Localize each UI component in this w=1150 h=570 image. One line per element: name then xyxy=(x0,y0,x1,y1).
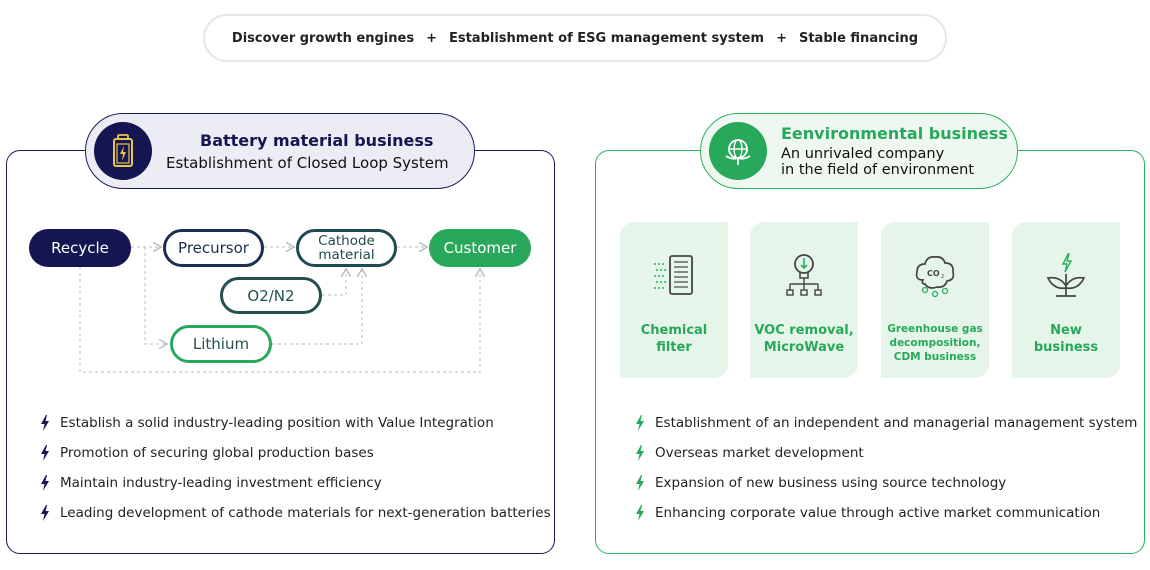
card-label: Chemical filter xyxy=(641,322,708,356)
list-item: Expansion of new business using source t… xyxy=(635,468,1137,498)
card-label-line2: MicroWave xyxy=(763,340,845,355)
card-label: Greenhouse gas decomposition, CDM busine… xyxy=(887,322,983,364)
bolt-icon xyxy=(41,475,49,491)
battery-icon xyxy=(94,122,152,180)
node-recycle: Recycle xyxy=(29,229,131,267)
plus-sign: + xyxy=(776,30,787,46)
battery-title: Battery material business xyxy=(200,130,434,150)
bullet-text: Leading development of cathode materials… xyxy=(60,505,551,521)
battery-subtitle: Establishment of Closed Loop System xyxy=(166,153,449,172)
card-greenhouse-gas: CO 2 Greenhouse gas decomposition, CDM b… xyxy=(881,222,989,378)
card-voc-removal: VOC removal, MicroWave xyxy=(750,222,858,378)
co2-cloud-icon: CO 2 xyxy=(915,256,955,298)
bolt-icon xyxy=(636,415,644,431)
card-label-line3: CDM business xyxy=(893,351,977,363)
card-label-line2: business xyxy=(1033,340,1099,355)
card-label-line1: New xyxy=(1050,323,1082,338)
card-label-line1: Chemical xyxy=(640,323,708,338)
list-item: Leading development of cathode materials… xyxy=(40,498,551,528)
list-item: Establishment of an independent and mana… xyxy=(635,408,1137,438)
globe-leaf-icon xyxy=(709,122,767,180)
subtitle-line1: An unrivaled company xyxy=(781,146,945,162)
bullet-text: Establish a solid industry-leading posit… xyxy=(60,415,494,431)
node-precursor: Precursor xyxy=(163,229,264,267)
list-item: Promotion of securing global production … xyxy=(40,438,551,468)
list-item: Maintain industry-leading investment eff… xyxy=(40,468,551,498)
subtitle-line2: in the field of environment xyxy=(781,162,975,178)
filter-icon xyxy=(654,255,693,295)
list-item: Establish a solid industry-leading posit… xyxy=(40,408,551,438)
strategy-item-esg: Establishment of ESG management system xyxy=(448,30,765,46)
list-item: Enhancing corporate value through active… xyxy=(635,498,1137,528)
bulb-network-icon xyxy=(786,254,822,296)
strategy-bar: Discover growth engines + Establishment … xyxy=(203,14,947,62)
card-label: VOC removal, MicroWave xyxy=(754,322,853,356)
bolt-icon xyxy=(41,505,49,521)
cathode-line1: Cathode xyxy=(318,233,375,249)
node-customer: Customer xyxy=(429,229,531,267)
card-label-line2: filter xyxy=(656,340,692,355)
strategy-item-financing: Stable financing xyxy=(798,30,919,46)
svg-text:CO: CO xyxy=(927,269,940,278)
plus-sign: + xyxy=(426,30,437,46)
bolt-icon xyxy=(41,415,49,431)
environment-header: Eenvironmental business An unrivaled com… xyxy=(700,113,1018,189)
cathode-line2: material xyxy=(318,247,375,263)
bullet-text: Expansion of new business using source t… xyxy=(655,475,1007,491)
bullet-text: Establishment of an independent and mana… xyxy=(655,415,1138,431)
environment-subtitle: An unrivaled company in the field of env… xyxy=(781,146,1008,178)
node-lithium: Lithium xyxy=(170,325,272,363)
card-label-line1: Greenhouse gas xyxy=(887,323,983,335)
node-o2n2: O2/N2 xyxy=(220,277,322,314)
bullet-text: Promotion of securing global production … xyxy=(60,445,374,461)
strategy-item-growth: Discover growth engines xyxy=(231,30,415,46)
environment-bullet-list: Establishment of an independent and mana… xyxy=(635,408,1137,528)
bolt-icon xyxy=(636,505,644,521)
card-label-line2: decomposition, xyxy=(889,337,981,349)
bolt-icon xyxy=(41,445,49,461)
card-new-business: New business xyxy=(1012,222,1120,378)
environment-title: Eenvironmental business xyxy=(781,124,1008,143)
svg-text:2: 2 xyxy=(941,274,944,280)
bullet-text: Overseas market development xyxy=(655,445,864,461)
bullet-text: Enhancing corporate value through active… xyxy=(655,505,1101,521)
battery-bullet-list: Establish a solid industry-leading posit… xyxy=(40,408,551,528)
card-chemical-filter: Chemical filter xyxy=(620,222,728,378)
bolt-icon xyxy=(636,445,644,461)
bullet-text: Maintain industry-leading investment eff… xyxy=(60,475,382,491)
battery-header: Battery material business Establishment … xyxy=(85,113,475,189)
card-label: New business xyxy=(1034,322,1098,356)
bolt-icon xyxy=(636,475,644,491)
list-item: Overseas market development xyxy=(635,438,1137,468)
card-label-line1: VOC removal, xyxy=(754,323,854,338)
sprout-icon xyxy=(1046,253,1086,297)
